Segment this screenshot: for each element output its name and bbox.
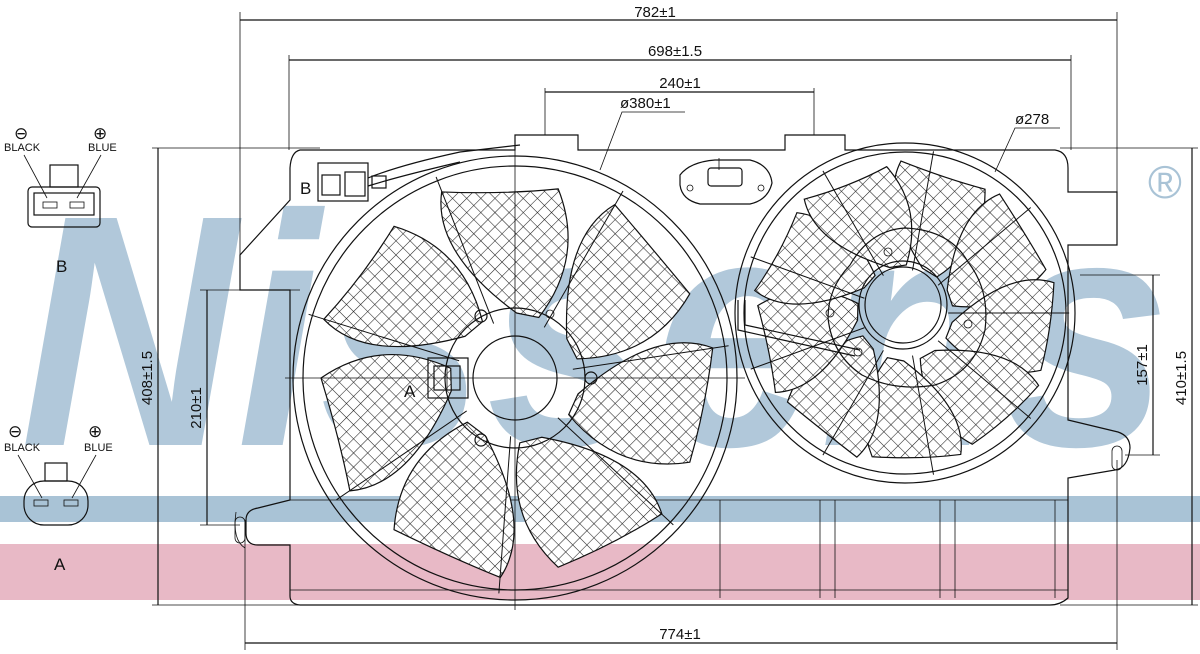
fan-right-spokes [750,151,1070,475]
dim-left-height: 408±1.5 [139,351,156,405]
fan-left-blade [322,225,484,348]
fan-left-spoke [498,436,512,594]
fan-left-spoke [308,313,460,362]
dim-left-inner-height: 210±1 [188,387,205,429]
fan-right-spoke [912,355,934,475]
connector-b-black-label: BLACK [4,142,41,154]
fan-left-spoke [435,176,495,324]
fan-right-diameter: ø278 [1015,111,1049,128]
housing-connector-b-label: B [300,179,311,198]
fan-right-blade [803,165,913,269]
connector-a-black-label: BLACK [4,442,41,454]
fan-right: ø278 [734,111,1076,484]
dim-right-inner-height: 157±1 [1134,344,1151,386]
connector-a-blue-label: BLUE [84,442,113,454]
fan-right-spoke [750,327,865,370]
fan-left-blade [567,342,714,465]
dim-mount-spacing: 240±1 [659,75,701,92]
connector-a-label: A [54,555,66,574]
fan-left-connector-label: A [404,382,416,401]
connector-a-plus: ⊕ [88,422,102,441]
housing-connector [679,158,773,205]
housing-connector-b: B [300,144,521,202]
fan-left-spokes [308,176,729,594]
fan-right-ring-outer [734,142,1076,484]
connector-b-label: B [56,257,67,276]
connector-a-minus: ⊖ [8,422,22,441]
connector-b-minus: ⊖ [14,124,28,143]
dim-right-height: 410±1.5 [1173,351,1190,405]
fan-left-blade [440,188,569,319]
connector-symbol-b: ⊖ ⊕ BLACK BLUE B [4,124,117,276]
fan-left-spoke [557,417,674,526]
registered-mark: ® [1148,156,1182,208]
fan-left-blade [320,353,452,492]
fan-right-spoke [822,170,884,276]
fan-left-spoke [572,345,729,370]
fan-right-spoke [937,340,1032,419]
dim-overall-width: 782±1 [634,4,676,21]
fan-right-spoke [750,256,865,299]
fan-right-hub [864,266,942,344]
fan-left-blade [515,436,663,568]
connector-symbol-a: ⊖ ⊕ BLACK BLUE A [4,422,113,574]
connector-b-plus: ⊕ [93,124,107,143]
fan-right-spoke [822,350,884,456]
fan-left-blade [565,203,691,360]
fan-left-blade [393,421,515,579]
fan-left-diameter: ø380±1 [620,95,671,112]
fan-left-blades [320,188,714,579]
fan-left-spoke [336,410,467,501]
connector-b-blue-label: BLUE [88,142,117,154]
fan-left-spoke [543,190,624,328]
fan-right-spoke [912,151,934,271]
fan-right-spoke [937,207,1032,286]
fan-left: A ø380±1 [285,95,745,610]
dim-shroud-width: 698±1.5 [648,43,702,60]
dim-bottom-width: 774±1 [659,626,701,643]
fan-right-motor [827,227,987,388]
